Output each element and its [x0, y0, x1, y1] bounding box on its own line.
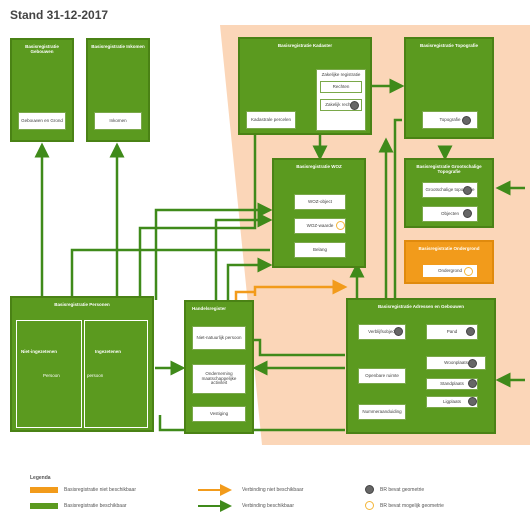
box-adressen-gebouwen: Basisregistratie Adressen en Gebouwen Ve… — [346, 298, 496, 434]
personen-right-label: Ingezetenen — [95, 349, 122, 354]
item-belang: Belang — [294, 242, 346, 258]
box-inkomen-title: Basisregistratie Inkomen — [91, 44, 145, 49]
box-gebouwen-title: Basisregistratie Gebouwen — [25, 44, 59, 55]
box-personen-title: Basisregistratie Personen — [54, 302, 110, 307]
possible-geometry-icon — [464, 267, 473, 276]
item-ligplaats: Ligplaats — [426, 396, 478, 408]
item-kadastrale-percelen: Kadastrale percelen — [246, 111, 296, 129]
item-inkomen: Inkomen — [94, 112, 142, 130]
personen-right: Ingezetenen persoon — [84, 320, 148, 428]
possible-geometry-icon — [336, 221, 345, 230]
legend-swatch-orange — [30, 487, 58, 493]
box-grootschalige-title: Basisregistratie Grootschalige Topografi… — [416, 164, 482, 175]
personen-left-label: Niet-ingezetenen — [21, 349, 58, 354]
legend-title: Legenda — [30, 475, 51, 481]
item-vestiging: Vestiging — [192, 406, 246, 422]
personen-left: Niet-ingezetenen Persoon — [16, 320, 82, 428]
geometry-icon — [462, 116, 471, 125]
geometry-icon — [350, 101, 359, 110]
item-rechten: Rechten — [320, 81, 362, 93]
item-woz-waarde: WOZ-waarde — [294, 218, 346, 234]
box-gebouwen: Basisregistratie Gebouwen Gebouwen en Gr… — [10, 38, 74, 142]
item-gebouwen-grond: Gebouwen en Grond — [18, 112, 66, 130]
item-niet-natuurlijk-persoon: Niet-natuurlijk persoon — [192, 326, 246, 350]
legend-item-1: Basisregistratie beschikbaar — [64, 503, 127, 509]
legend-item-0: Basisregistratie niet beschikbaar — [64, 487, 136, 493]
item-standplaats: Standplaats — [426, 378, 478, 390]
personen-left-sub: Persoon — [43, 373, 60, 378]
page-title: Stand 31-12-2017 — [10, 8, 109, 22]
box-woz: Basisregistratie WOZ WOZ-object WOZ-waar… — [272, 158, 366, 268]
geometry-icon — [463, 209, 472, 218]
box-personen: Basisregistratie Personen Niet-ingezeten… — [10, 296, 154, 432]
item-ondergrond: Ondergrond — [422, 264, 478, 278]
box-grootschalige-topografie: Basisregistratie Grootschalige Topografi… — [404, 158, 494, 228]
geometry-icon — [468, 379, 477, 388]
box-ondergrond: Basisregistratie Ondergrond Ondergrond — [404, 240, 494, 284]
legend-item-2: Verbinding niet beschikbaar — [242, 487, 304, 493]
legend-possible-geometry-icon — [365, 501, 374, 510]
legend-item-4: BR bevat geometrie — [380, 487, 425, 493]
box-woz-title: Basisregistratie WOZ — [296, 164, 342, 169]
legend-arrows — [198, 484, 232, 512]
box-handelsregister-title: Handelsregister — [192, 306, 227, 311]
box-topografie: Basisregistratie Topografie Topografie — [404, 37, 494, 139]
legend-item-3: Verbinding beschikbaar — [242, 503, 294, 509]
box-adressen-title: Basisregistratie Adressen en Gebouwen — [377, 304, 465, 309]
box-kadaster-title: Basisregistratie Kadaster — [277, 43, 333, 48]
item-woz-object: WOZ-object — [294, 194, 346, 210]
box-inkomen: Basisregistratie Inkomen Inkomen — [86, 38, 150, 142]
item-woonplaats: Woonplaats — [426, 356, 486, 370]
item-pand: Pand — [426, 324, 478, 340]
box-ondergrond-title: Basisregistratie Ondergrond — [418, 246, 480, 251]
item-onderneming: Onderneming maatschappelijke activiteit — [192, 364, 246, 394]
legend-item-5: BR bevat mogelijk geometrie — [380, 503, 444, 509]
geometry-icon — [466, 327, 475, 336]
geometry-icon — [394, 327, 403, 336]
geometry-icon — [468, 359, 477, 368]
box-topografie-title: Basisregistratie Topografie — [420, 43, 478, 48]
item-nummeraanduiding: Nummeraanduiding — [358, 404, 406, 420]
geometry-icon — [468, 397, 477, 406]
item-openbare-ruimte: Openbare ruimte — [358, 368, 406, 384]
box-kadaster: Basisregistratie Kadaster Kadastrale per… — [238, 37, 372, 135]
personen-right-sub: persoon — [87, 373, 104, 378]
legend-swatch-green — [30, 503, 58, 509]
legend-geometry-icon — [365, 485, 374, 494]
geometry-icon — [463, 186, 472, 195]
box-handelsregister: Handelsregister Niet-natuurlijk persoon … — [184, 300, 254, 434]
